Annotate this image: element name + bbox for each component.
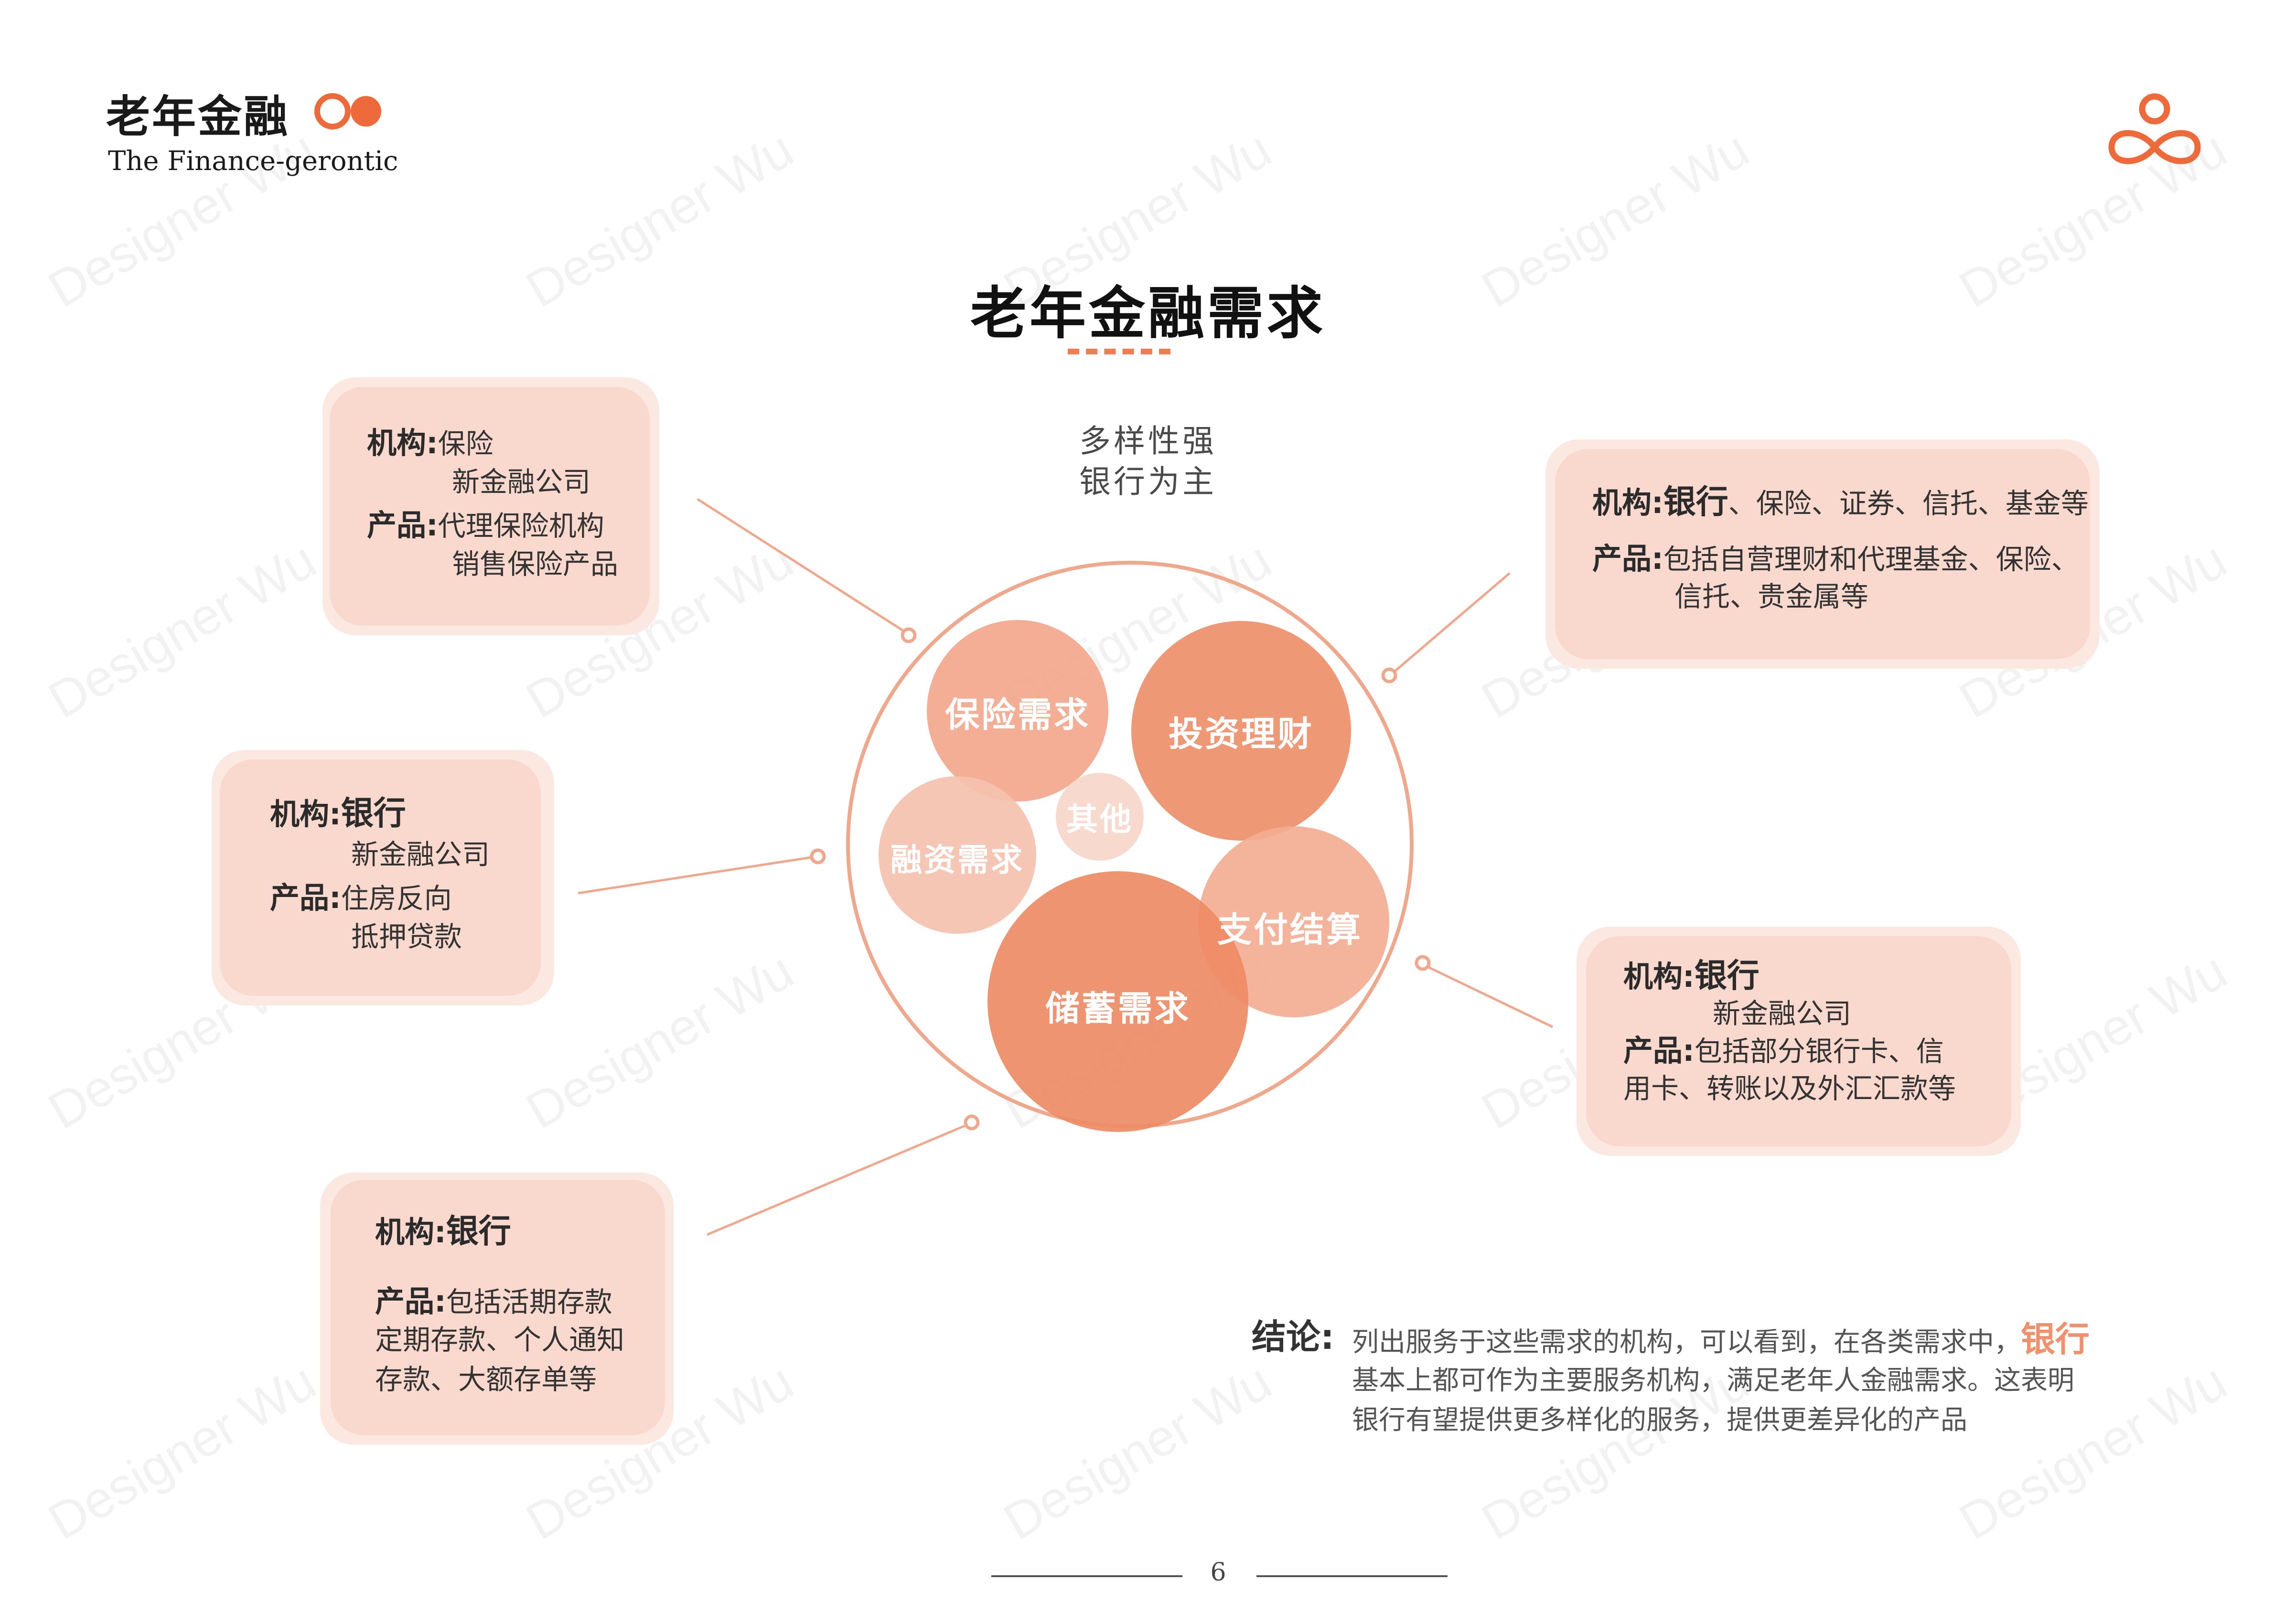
connector-dot — [901, 627, 917, 643]
card-prod-value: 存款、大额存单等 — [375, 1363, 597, 1396]
card-prod-value: 包括自营理财和代理基金、保险、 — [1663, 543, 2079, 576]
card-inst-row: 机构:保险 — [367, 424, 494, 463]
card-inst-value: 新金融公司 — [452, 466, 591, 498]
card-prod-value: 定期存款、个人通知 — [375, 1324, 625, 1356]
card-insurance: 机构:保险 新金融公司 产品:代理保险机构 销售保险产品 — [330, 387, 650, 626]
conclusion-line-2: 基本上都可作为主要服务机构，满足老年人金融需求。这表明 — [1352, 1365, 2074, 1396]
subtitle-line-1: 多样性强 — [1079, 423, 1217, 459]
card-prod-label: 产品: — [1623, 1033, 1695, 1068]
card-inst-value: 新金融公司 — [1713, 997, 1852, 1030]
card-payment: 机构:银行 新金融公司 产品:包括部分银行卡、信 用卡、转账以及外汇汇款等 — [1586, 936, 2011, 1146]
card-prod-label: 产品: — [375, 1284, 446, 1319]
conclusion-highlight: 银行 — [2021, 1319, 2090, 1359]
connector-dot — [1415, 955, 1431, 971]
connector-line — [697, 498, 904, 632]
footer-divider — [1256, 1575, 1448, 1577]
card-prod-row: 产品:包括自营理财和代理基金、保险、 — [1592, 540, 2079, 578]
connector-line — [578, 856, 812, 895]
bubble-label-insurance: 保险需求 — [944, 694, 1091, 735]
card-prod-row: 产品:住房反向 — [270, 879, 452, 918]
card-prod-label: 产品: — [270, 880, 341, 915]
connector-dot — [1381, 667, 1397, 683]
bubble-label-financing: 融资需求 — [891, 842, 1024, 878]
card-inst-row: 机构:银行、保险、证券、信托、基金等 — [1592, 481, 2089, 523]
card-prod-row: 产品:代理保险机构 — [367, 506, 604, 545]
footer-divider — [991, 1575, 1182, 1577]
brand-title: 老年金融 — [106, 91, 290, 142]
card-prod-row: 产品:包括部分银行卡、信 — [1623, 1032, 1944, 1070]
card-inst-row: 机构:银行 — [1623, 955, 1760, 997]
bubble-payment — [1198, 826, 1389, 1017]
card-prod-value: 抵押贷款 — [351, 920, 462, 953]
conclusion-text: 列出服务于这些需求的机构，可以看到，在各类需求中， — [1352, 1327, 2021, 1358]
bubble-label-investment: 投资理财 — [1168, 714, 1314, 754]
card-investment: 机构:银行、保险、证券、信托、基金等 产品:包括自营理财和代理基金、保险、 信托… — [1555, 449, 2090, 659]
card-inst-label: 机构: — [1623, 959, 1695, 994]
card-prod-value: 用卡、转账以及外汇汇款等 — [1623, 1072, 1956, 1105]
card-prod-value: 代理保险机构 — [438, 510, 604, 542]
card-prod-value: 包括部分银行卡、信 — [1694, 1035, 1944, 1068]
title-underline — [1068, 349, 1170, 354]
bubble-financing — [879, 776, 1036, 934]
card-prod-value: 销售保险产品 — [452, 548, 619, 580]
card-inst-strong: 银行 — [1663, 483, 1728, 521]
card-prod-value: 信托、贵金属等 — [1674, 580, 1869, 613]
card-inst-label: 机构: — [270, 797, 341, 832]
bubble-label-other: 其他 — [1066, 801, 1133, 838]
card-inst-row: 机构:银行 — [270, 793, 406, 835]
connector-line — [1394, 572, 1511, 672]
card-inst-strong: 银行 — [446, 1213, 511, 1250]
card-financing: 机构:银行 新金融公司 产品:住房反向 抵押贷款 — [220, 759, 541, 996]
conclusion-line-3: 银行有望提供更多样化的服务，提供更差异化的产品 — [1352, 1405, 1967, 1436]
bubble-label-payment: 支付结算 — [1217, 909, 1363, 950]
bubble-insurance — [927, 620, 1108, 801]
conclusion-line-1: 列出服务于这些需求的机构，可以看到，在各类需求中，银行 — [1352, 1311, 2090, 1361]
card-inst-label: 机构: — [1592, 485, 1663, 520]
card-prod-label: 产品: — [1592, 541, 1663, 576]
page-title: 老年金融需求 — [970, 280, 1326, 346]
bubble-investment — [1131, 621, 1351, 841]
card-inst-row: 机构:银行 — [375, 1211, 511, 1253]
card-inst-strong: 银行 — [1694, 957, 1760, 995]
conclusion-label: 结论: — [1252, 1317, 1334, 1357]
card-inst-value: 保险 — [438, 427, 494, 460]
card-inst-label: 机构: — [367, 426, 438, 460]
subtitle-line-2: 银行为主 — [1079, 463, 1217, 500]
card-prod-value: 住房反向 — [341, 882, 452, 915]
brand-logo-icon — [314, 93, 381, 129]
brand-subtitle: The Finance-gerontic — [108, 146, 398, 177]
connector-dot — [810, 848, 826, 865]
bubble-other — [1056, 773, 1144, 861]
connector-line — [707, 1124, 966, 1236]
card-inst-value: 、保险、证券、信托、基金等 — [1728, 487, 2089, 520]
connector-line — [1427, 966, 1554, 1028]
card-inst-strong: 银行 — [341, 795, 406, 833]
card-prod-label: 产品: — [367, 508, 438, 543]
bubble-label-savings: 储蓄需求 — [1045, 988, 1191, 1029]
infinity-logo-icon — [2108, 93, 2201, 164]
card-savings: 机构:银行 产品:包括活期存款 定期存款、个人通知 存款、大额存单等 — [331, 1180, 665, 1435]
card-prod-row: 产品:包括活期存款 — [375, 1282, 612, 1321]
card-inst-label: 机构: — [375, 1215, 446, 1249]
card-inst-value: 新金融公司 — [351, 838, 490, 871]
card-prod-value: 包括活期存款 — [446, 1286, 612, 1318]
connector-dot — [964, 1114, 980, 1131]
bubble-savings — [987, 871, 1248, 1132]
page-number: 6 — [1210, 1558, 1226, 1587]
